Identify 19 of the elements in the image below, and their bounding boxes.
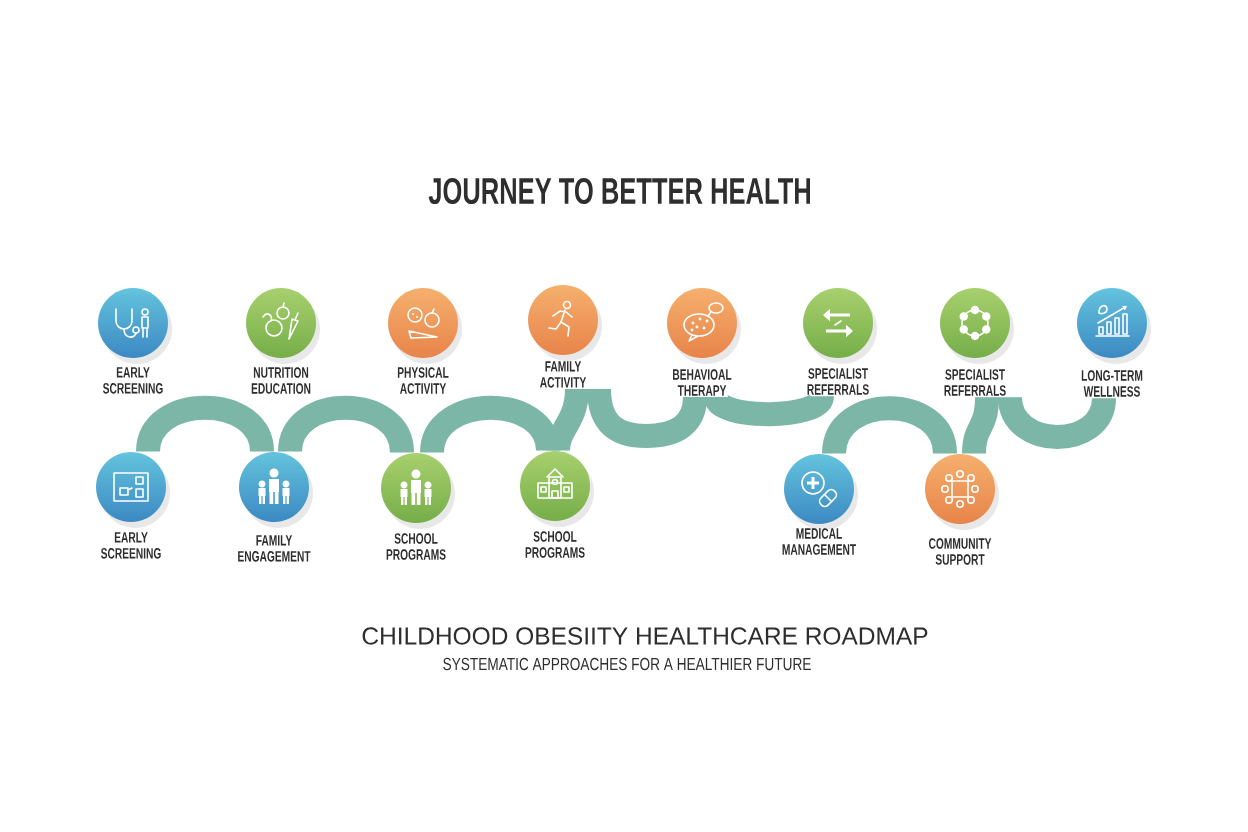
step-label: FAMILY ACTIVITY (540, 361, 587, 388)
step-label: SPECIALIST REFERRALS (807, 368, 869, 395)
step-label: LONG-TERM WELLNESS (1081, 370, 1143, 397)
step-label: SCHOOL PROGRAMS (525, 531, 585, 558)
step-label: SPECIALIST REFERRALS (944, 369, 1006, 396)
ribbon-path (546, 388, 589, 452)
step-label: NUTRITION EDUCATION (251, 367, 311, 394)
step-label: EARLY SCREENING (101, 532, 161, 559)
step-label: MEDICAL MANAGEMENT (782, 528, 856, 555)
step-label: SCHOOL PROGRAMS (386, 533, 446, 560)
ribbon-path (587, 388, 707, 448)
title: JOURNEY TO BETTER HEALTH (428, 177, 810, 205)
step-label: EARLY SCREENING (103, 367, 163, 394)
step-label: PHYSICAL ACTIVITY (397, 367, 449, 394)
step-label: FAMILY ENGAGEMENT (238, 535, 311, 562)
subtitle: SYSTEMATIC APPROACHES FOR A HEALTHIER FUTURE (443, 657, 811, 671)
caption: CHILDHOOD OBESIITY HEALTHCARE ROADMAP (362, 627, 928, 645)
step-label: COMMUNITY SUPPORT (929, 538, 992, 565)
step-label: BEHAVIOAL THERAPY (673, 369, 732, 396)
